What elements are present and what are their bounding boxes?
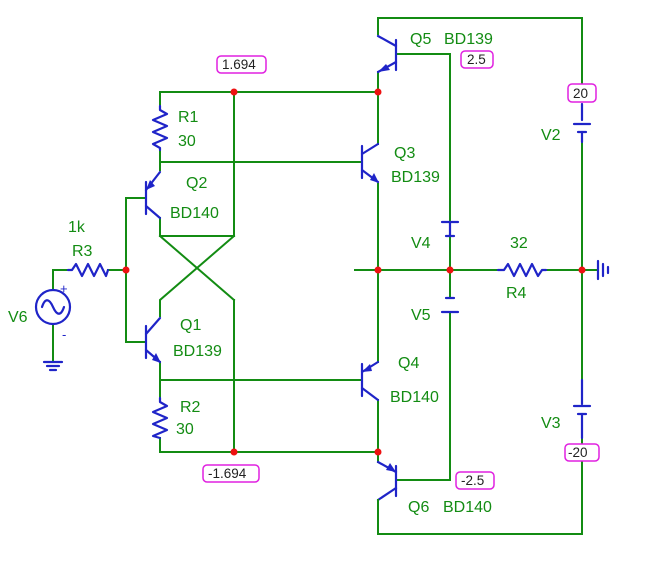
battery-v5[interactable] xyxy=(440,296,460,314)
resistor-r2[interactable] xyxy=(151,396,169,440)
junction-node xyxy=(578,266,586,274)
wire-cross-a xyxy=(159,234,236,317)
junction-node xyxy=(374,448,382,456)
node-voltage-labels: 1.694 -1.694 2.5 -2.5 20 -20 xyxy=(202,50,600,490)
q2-name: Q2 xyxy=(186,175,207,192)
junction-dots xyxy=(122,88,586,456)
label-q5-base: 2.5 xyxy=(467,52,486,67)
transistor-q6[interactable] xyxy=(376,460,398,521)
label-v3-supply: -20 xyxy=(568,445,588,460)
label-bottom-bias: -1.694 xyxy=(208,466,247,481)
q1-part: BD139 xyxy=(173,343,222,360)
q3-name: Q3 xyxy=(394,145,415,162)
q2-part: BD140 xyxy=(170,205,219,222)
battery-v2[interactable] xyxy=(572,102,592,144)
r2-value: 30 xyxy=(176,421,194,438)
ac-source-v6[interactable]: + - xyxy=(34,281,72,342)
ground-icon xyxy=(42,360,64,372)
v4-name: V4 xyxy=(411,235,431,252)
junction-node xyxy=(446,266,454,274)
wire-r3-to-source xyxy=(52,269,69,289)
q6-part: BD140 xyxy=(443,499,492,516)
label-v2-supply: 20 xyxy=(573,86,588,101)
r4-value: 32 xyxy=(510,235,528,252)
v5-name: V5 xyxy=(411,307,431,324)
plus-sign: + xyxy=(60,281,68,296)
junction-node xyxy=(230,88,238,96)
q1-name: Q1 xyxy=(180,317,201,334)
transistor-q2[interactable] xyxy=(144,170,162,220)
v2-name: V2 xyxy=(541,127,561,144)
q5-name: Q5 xyxy=(410,31,431,48)
resistor-r3[interactable] xyxy=(66,262,110,278)
resistor-r1[interactable] xyxy=(151,104,169,152)
wire-q5-base-to-v4 xyxy=(395,53,451,223)
r3-value: 1k xyxy=(68,219,86,236)
transistor-q4[interactable] xyxy=(360,360,380,402)
transistor-q3[interactable] xyxy=(360,142,380,184)
q6-name: Q6 xyxy=(408,499,429,516)
wire-v5-to-q6-base xyxy=(397,311,451,481)
label-top-bias: 1.694 xyxy=(222,57,256,72)
battery-v3[interactable] xyxy=(572,378,592,440)
resistor-r4[interactable] xyxy=(496,262,548,278)
transistor-q5[interactable] xyxy=(376,34,398,74)
junction-node xyxy=(122,266,130,274)
junction-node xyxy=(374,266,382,274)
junction-node xyxy=(374,88,382,96)
q5-part: BD139 xyxy=(444,31,493,48)
r4-name: R4 xyxy=(506,285,527,302)
r1-value: 30 xyxy=(178,133,196,150)
q4-name: Q4 xyxy=(398,355,419,372)
label-q6-base: -2.5 xyxy=(461,473,484,488)
v3-name: V3 xyxy=(541,415,561,432)
transistor-q1[interactable] xyxy=(144,316,162,364)
r3-name: R3 xyxy=(72,243,93,260)
junction-node xyxy=(230,448,238,456)
wire-cross-b xyxy=(158,234,236,302)
v6-name: V6 xyxy=(8,309,28,326)
wire-bottom-rail xyxy=(377,459,583,535)
r1-name: R1 xyxy=(178,109,199,126)
wire-top-rail xyxy=(377,17,583,85)
battery-v4[interactable] xyxy=(440,220,460,238)
r2-name: R2 xyxy=(180,399,201,416)
minus-sign: - xyxy=(62,327,66,342)
q3-part: BD139 xyxy=(391,169,440,186)
ground-icon xyxy=(596,259,610,281)
q4-part: BD140 xyxy=(390,389,439,406)
component-labels: Q5 BD139 Q3 BD139 Q2 BD140 Q1 BD139 Q4 B… xyxy=(8,31,561,516)
